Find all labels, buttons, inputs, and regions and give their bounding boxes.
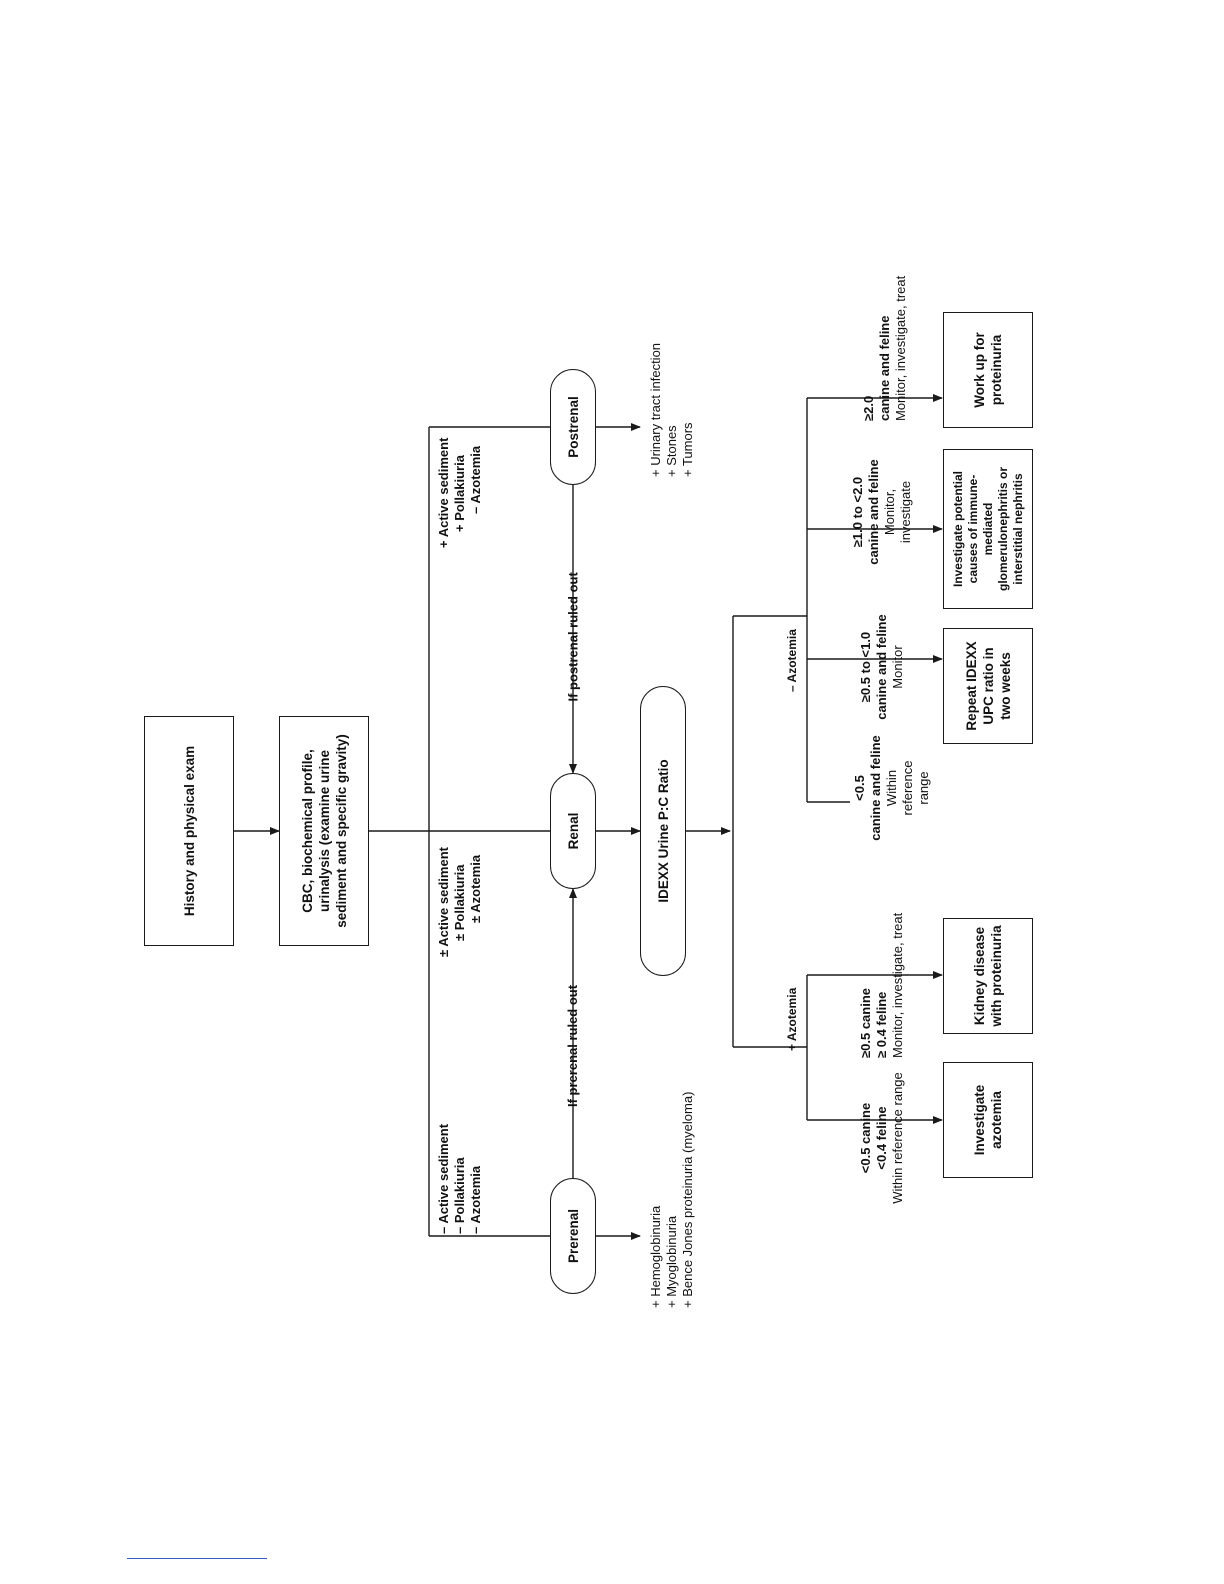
text-line: + Stones <box>664 425 679 477</box>
prerenal-outcomes-list: + Hemoglobinuria+ Myoglobinuria+ Bence J… <box>643 1092 701 1308</box>
postrenal-criteria-label: + Active sediment+ Pollakiuria– Azotemia <box>430 418 490 548</box>
text-line: – Azotemia <box>784 629 799 692</box>
text-line: History and physical exam <box>181 745 197 917</box>
text-line: ± Pollakiuria <box>452 864 467 942</box>
ratio-range-text: ≥ 0.4 feline <box>874 991 889 1058</box>
minus-azotemia-label: – Azotemia <box>782 612 802 692</box>
ratio-range-text: <0.5 canine <box>858 1102 873 1174</box>
text-line: Renal <box>565 812 581 850</box>
text-line: glomerulonephritis or <box>995 467 1010 592</box>
ratio-range-text: canine and feline <box>868 735 883 841</box>
text-line: Postrenal <box>565 396 581 458</box>
text-line: Investigate <box>972 1084 987 1156</box>
postrenal-node: Postrenal <box>550 369 596 485</box>
ratio-range-text: canine and feline <box>874 614 889 720</box>
text-line: + Azotemia <box>784 987 799 1051</box>
text-line: Prerenal <box>565 1208 581 1264</box>
text-line: CBC, biochemical profile, <box>299 749 315 913</box>
ratio-action-text: Monitor <box>890 645 905 689</box>
postrenal-ruled-out-label: If postrenal ruled out <box>562 557 584 702</box>
history-exam-box: History and physical exam <box>144 716 234 946</box>
plus-azotemia-label: + Azotemia <box>782 971 802 1051</box>
text-line: with proteinuria <box>989 925 1004 1027</box>
ratio-range-text: ≥1.0 to <2.0 <box>850 476 865 548</box>
prerenal-node: Prerenal <box>550 1178 596 1294</box>
text-line: + Tumors <box>680 422 695 477</box>
text-line: + Pollakiuria <box>452 455 467 532</box>
text-line: urinalysis (examine urine <box>316 749 332 913</box>
ratio-action-text: Within <box>884 769 899 807</box>
text-line: If prerenal ruled out <box>565 984 580 1107</box>
text-line: + Hemoglobinuria <box>648 1205 663 1308</box>
text-line: If postrenal ruled out <box>565 572 580 702</box>
ratio-action-text: Monitor, investigate, treat <box>893 275 908 421</box>
text-line: mediated <box>980 502 995 556</box>
ratio-range-text: ≥0.5 to <1.0 <box>858 631 873 703</box>
ratio-range-text: ≥0.5 canine <box>858 987 873 1058</box>
renal-criteria-label: ± Active sediment± Pollakiuria± Azotemia <box>430 827 490 957</box>
upc-ratio-node: IDEXX Urine P:C Ratio <box>640 686 686 976</box>
ratio-range-text: canine and feline <box>877 315 892 421</box>
text-line: – Azotemia <box>468 1165 483 1234</box>
ratio-range-text: ≥2.0 <box>861 395 876 421</box>
text-line: IDEXX Urine P:C Ratio <box>655 759 671 903</box>
ratio-action-text: Monitor, investigate, treat <box>890 912 905 1058</box>
prerenal-ruled-out-label: If prerenal ruled out <box>562 977 584 1107</box>
ratio-action-text: investigate <box>898 480 913 544</box>
text-line: ± Azotemia <box>468 854 483 923</box>
text-line: + Active sediment <box>436 437 451 548</box>
text-line: Investigate potential <box>950 471 965 588</box>
text-line: two weeks <box>997 652 1013 720</box>
text-line: – Azotemia <box>468 445 483 514</box>
text-line: – Active sediment <box>436 1123 451 1234</box>
ratio-action-text: Within reference range <box>890 1072 905 1204</box>
postrenal-outcomes-list: + Urinary tract infection+ Stones+ Tumor… <box>643 343 701 477</box>
ratio-range-text: <0.5 <box>852 775 867 801</box>
lab-tests-box: CBC, biochemical profile,urinalysis (exa… <box>279 716 369 946</box>
text-line: sediment and specific gravity) <box>333 734 349 928</box>
text-line: UPC ratio in <box>980 647 996 725</box>
text-line: + Bence Jones proteinuria (myeloma) <box>680 1091 695 1308</box>
text-line: proteinuria <box>989 334 1004 406</box>
footnote-rule <box>127 1558 267 1559</box>
ratio-action-text: range <box>916 771 931 805</box>
text-line: Kidney disease <box>972 926 987 1026</box>
ratio-range-text: canine and feline <box>866 459 881 565</box>
text-line: Work up for <box>972 332 987 408</box>
renal-node: Renal <box>550 773 596 889</box>
ratio-range-text: <0.4 feline <box>874 1106 889 1170</box>
text-line: Repeat IDEXX <box>963 641 979 731</box>
text-line: + Urinary tract infection <box>648 342 663 477</box>
ratio-action-text: reference <box>900 760 915 816</box>
prerenal-criteria-label: – Active sediment– Pollakiuria– Azotemia <box>430 1104 490 1234</box>
text-line: ± Active sediment <box>436 847 451 957</box>
ratio-action-text: Monitor, <box>882 488 897 536</box>
text-line: interstitial nephritis <box>1010 473 1025 585</box>
text-line: – Pollakiuria <box>452 1157 467 1234</box>
text-line: + Myoglobinuria <box>664 1215 679 1308</box>
text-line: causes of immune- <box>965 474 980 584</box>
text-line: azotemia <box>989 1091 1004 1149</box>
